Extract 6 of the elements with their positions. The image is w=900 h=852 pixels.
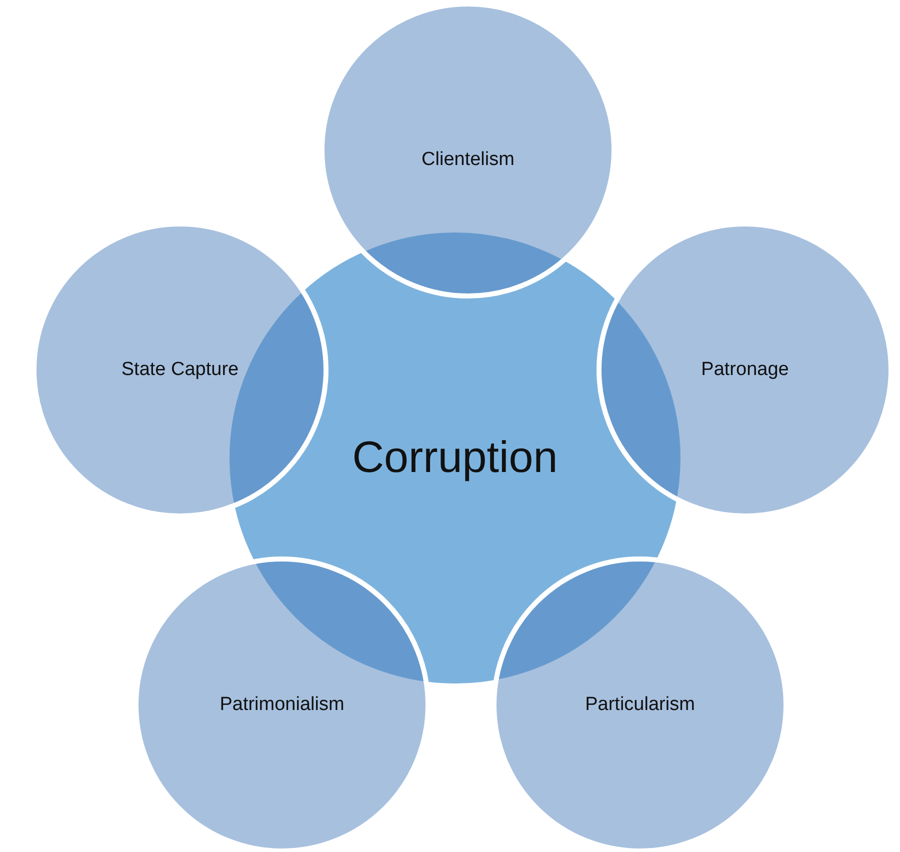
circle-label: Patrimonialism (220, 694, 344, 715)
circle-label: Particularism (585, 694, 695, 715)
circle-label: Clientelism (422, 148, 514, 170)
circle-label: State Capture (121, 358, 239, 380)
circle-label: Patronage (701, 358, 789, 380)
center-label: Corruption (352, 433, 558, 482)
